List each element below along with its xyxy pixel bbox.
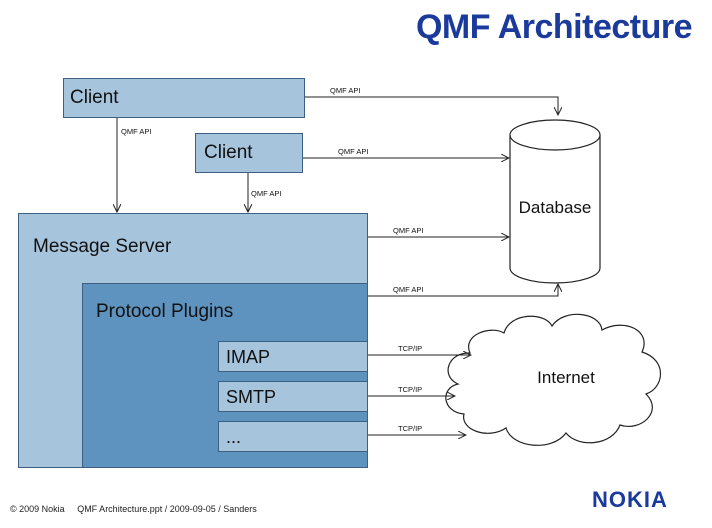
footer: © 2009 Nokia QMF Architecture.ppt / 2009… <box>10 504 267 514</box>
message-server-label: Message Server <box>33 236 172 257</box>
edge-label-client1-server: QMF API <box>121 127 151 136</box>
edge-label-imap-internet: TCP/IP <box>398 344 422 353</box>
client-label-1: Client <box>70 87 119 108</box>
client-node-1: Client <box>63 78 305 118</box>
more-protocols-node: ... <box>218 421 368 452</box>
edge-label-client1-database: QMF API <box>330 86 360 95</box>
client-label-2: Client <box>204 142 253 163</box>
imap-node: IMAP <box>218 341 368 372</box>
smtp-label: SMTP <box>226 387 277 407</box>
footer-file-info: QMF Architecture.ppt / 2009-09-05 / Sand… <box>77 504 257 514</box>
more-protocols-label: ... <box>226 427 242 447</box>
edge-label-plugins-database: QMF API <box>393 285 423 294</box>
nokia-logo: NOKIA <box>592 487 668 512</box>
internet-node: Internet <box>445 313 661 446</box>
edge-label-more-internet: TCP/IP <box>398 424 422 433</box>
database-label: Database <box>519 198 592 217</box>
protocol-plugins-label: Protocol Plugins <box>96 301 234 322</box>
footer-copyright: © 2009 Nokia <box>10 504 65 514</box>
page-title: QMF Architecture <box>415 8 693 46</box>
edge-plugins-database <box>368 284 558 297</box>
edge-label-client2-server: QMF API <box>251 189 281 198</box>
smtp-node: SMTP <box>218 381 368 412</box>
database-node: Database <box>509 119 601 284</box>
edge-client1-database <box>305 96 558 115</box>
client-node-2: Client <box>195 133 303 173</box>
edge-label-server-database: QMF API <box>393 226 423 235</box>
edge-label-client2-database: QMF API <box>338 147 368 156</box>
edge-label-smtp-internet: TCP/IP <box>398 385 422 394</box>
internet-label: Internet <box>537 368 595 387</box>
imap-label: IMAP <box>226 347 271 367</box>
